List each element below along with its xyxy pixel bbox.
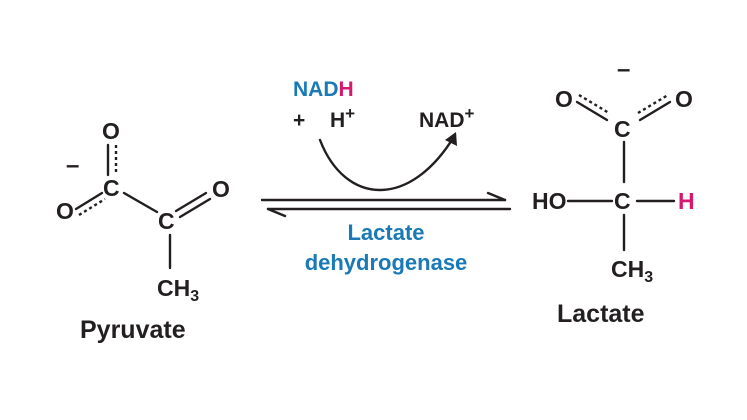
enzyme-name-line1: Lactate: [347, 220, 424, 245]
lactate-carboxyl-carbon: C: [614, 116, 631, 142]
enzyme-name-line2: dehydrogenase: [305, 250, 468, 275]
pyruvate-label: Pyruvate: [80, 316, 186, 344]
equilibrium-arrows: [260, 191, 512, 218]
pyruvate-methyl: CH3: [157, 275, 199, 305]
lactate-hydroxyl: HO: [532, 188, 567, 214]
pyruvate-bond: [122, 191, 159, 214]
pyruvate-structure: O – C O C O CH3: [56, 118, 230, 305]
curved-arrow-head: [445, 132, 457, 146]
proton-label: H+: [330, 104, 355, 132]
pyruvate-bond: [74, 191, 104, 211]
lactate-bond-partial: [637, 93, 669, 115]
lactate-oxygen-left: O: [555, 86, 573, 112]
curved-arrow: [318, 133, 457, 191]
lactate-hydrogen: H: [678, 188, 695, 214]
lactate-label: Lactate: [557, 300, 645, 328]
pyruvate-oxygen-keto: O: [212, 176, 230, 202]
nad-plus-label: NAD+: [419, 104, 475, 132]
lactate-bond: [638, 100, 672, 122]
proton-plus: +: [293, 109, 305, 132]
forward-arrow-head: [486, 191, 507, 202]
cofactor-curved-arrow: [318, 132, 457, 191]
lactate-alpha-carbon: C: [614, 188, 631, 214]
lactate-bond: [575, 100, 609, 122]
lactate-bond-partial: [578, 93, 610, 115]
pyruvate-oxygen-left: O: [56, 198, 74, 224]
pyruvate-carbonyl-carbon: C: [158, 208, 175, 234]
lactate-charge: –: [617, 56, 630, 83]
pyruvate-bond: [174, 191, 208, 213]
pyruvate-charge: –: [66, 152, 79, 179]
reverse-arrow-head: [266, 207, 287, 218]
pyruvate-oxygen-top: O: [102, 118, 120, 144]
lactate-oxygen-right: O: [675, 86, 693, 112]
lactate-structure: – O O C HO C H CH3: [532, 56, 695, 286]
pyruvate-carboxyl-carbon: C: [103, 175, 120, 201]
pyruvate-bond: [178, 197, 212, 219]
pyruvate-bond-partial: [78, 197, 106, 217]
nadh-label: NADH: [293, 78, 354, 101]
lactate-methyl: CH3: [611, 256, 653, 286]
